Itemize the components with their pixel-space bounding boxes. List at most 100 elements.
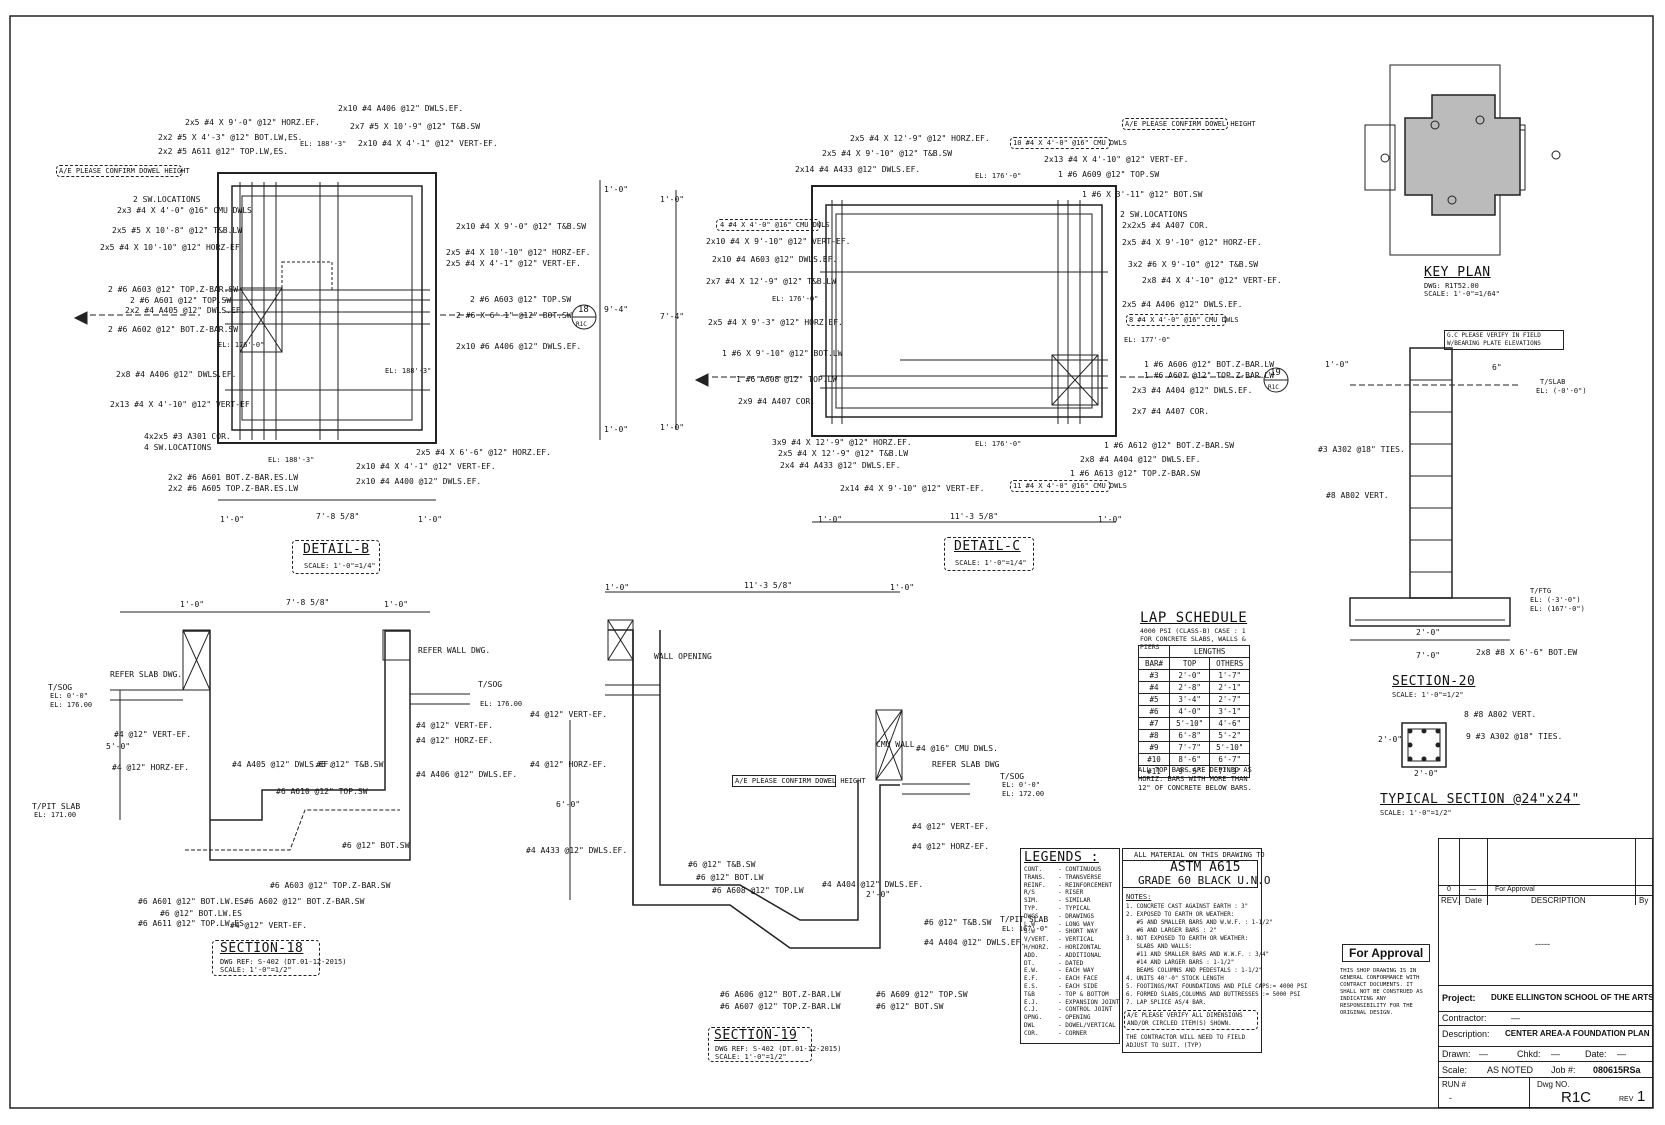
detail-c-callout: 2x5 #4 X 12'-9" @12" T&B.LW bbox=[778, 449, 909, 458]
detail-c-callout: 2x5 #4 X 9'-10" @12" HORZ-EF. bbox=[1122, 238, 1262, 247]
typical-section-title: TYPICAL SECTION @24"x24" bbox=[1380, 792, 1580, 807]
material-grade: GRADE 60 BLACK U.N.O bbox=[1138, 874, 1271, 887]
detail-b-elevation: EL: 188'-3" bbox=[268, 456, 315, 464]
detail-c-dim: 1'-0" bbox=[660, 423, 685, 432]
section-19-label: #6 @12" BOT.SW bbox=[876, 1002, 944, 1011]
detail-c-dowel-box: 10 #4 X 4'-0" @16" CMU DWLS bbox=[1010, 137, 1127, 149]
legend-abbr: DWGS. bbox=[1024, 912, 1043, 920]
section-18-label: #6 A611 @12" TOP.LW.ES bbox=[138, 919, 244, 928]
section-18-label: T/SOG bbox=[478, 680, 503, 689]
scale-value: AS NOTED bbox=[1487, 1065, 1534, 1075]
detail-c-callout: 2x8 #4 X 4'-10" @12" VERT-EF. bbox=[1142, 276, 1282, 285]
section-18-dim: 5'-0" bbox=[106, 742, 131, 751]
material-intro: ALL MATERIAL ON THIS DRAWING TO bbox=[1134, 851, 1265, 859]
detail-c-callout: 2x7 #4 A407 COR. bbox=[1132, 407, 1210, 416]
section-20-label: 2x8 #8 X 6'-6" BOT.EW bbox=[1476, 648, 1578, 657]
legend-abbr: S.W bbox=[1024, 928, 1035, 936]
note-item: #6 AND LARGER BARS : 2" bbox=[1126, 928, 1217, 934]
legend-abbr: ADD. bbox=[1024, 951, 1039, 959]
detail-b-callout: 2x10 #4 X 4'-1" @12" VERT-EF. bbox=[358, 139, 498, 148]
detail-c-plan bbox=[675, 185, 1289, 523]
section-19-title: SECTION-19 bbox=[714, 1028, 798, 1043]
legend-abbr: V/VERT. bbox=[1024, 936, 1050, 944]
section-18-label: #4 @12" VERT-EF. bbox=[416, 721, 494, 730]
detail-b-callout: 2x5 #4 X 10'-10" @12" HORZ-EF. bbox=[100, 243, 245, 252]
detail-c-dim: 11'-3 5/8" bbox=[950, 512, 999, 521]
section-19-dim: 6'-0" bbox=[556, 800, 581, 809]
note-item: #11 AND SMALLER BARS AND W.W.F. : 3/4" bbox=[1126, 952, 1270, 958]
legend-meaning: - OPENING bbox=[1058, 1014, 1091, 1022]
legend-item: V/VERT.- VERTICAL bbox=[1024, 936, 1118, 944]
legend-item: SIM.- SIMILAR bbox=[1024, 897, 1118, 905]
section-18-label: EL: 176.00 bbox=[480, 700, 523, 708]
legend-item: L.W- LONG WAY bbox=[1024, 921, 1118, 929]
legend-meaning: - EACH FACE bbox=[1058, 975, 1098, 983]
legend-item: E.F.- EACH FACE bbox=[1024, 975, 1118, 983]
key-plan-dwg: DWG: R1T52.00 bbox=[1424, 282, 1479, 290]
legend-meaning: - EXPANSION JOINT bbox=[1058, 998, 1120, 1006]
detail-c-elevation: EL: 177'-0" bbox=[1124, 336, 1171, 344]
detail-b-callout: 2 #6 A603 @12" TOP.Z-BAR.SW bbox=[108, 285, 239, 294]
section-19-label: #6 @12" BOT.LW bbox=[696, 873, 764, 882]
section-19-label: WALL OPENING bbox=[654, 652, 712, 661]
detail-c-elevation: EL: 176'-0" bbox=[772, 295, 819, 303]
detail-b-note-box: A/E PLEASE CONFIRM DOWEL HEIGHT bbox=[56, 165, 190, 177]
detail-c-callout: 1 #6 A607 @12" TOP.Z-BAR.LW bbox=[1144, 371, 1275, 380]
legend-item: DT.- DATED bbox=[1024, 960, 1118, 968]
legend-meaning: - TRANSVERSE bbox=[1058, 873, 1102, 881]
legend-abbr: L.W bbox=[1024, 920, 1035, 928]
detail-b-dim: 1'-0" bbox=[604, 425, 629, 434]
section-20-dim: 7'-0" bbox=[1416, 651, 1441, 660]
section-18-label: #6 @12" BOT.LW.ES bbox=[160, 909, 242, 918]
detail-b-callout: 2x2 #4 A405 @12" DWLS.EF. bbox=[125, 306, 246, 315]
legend-meaning: - EACH WAY bbox=[1058, 967, 1095, 975]
note-item: 7. LAP SPLICE AS/4 BAR. bbox=[1126, 1000, 1207, 1006]
detail-c-callout: 2x5 #4 X 9'-3" @12" HORZ.EF. bbox=[708, 318, 843, 327]
legend-item: REINF.- REINFORCEMENT bbox=[1024, 882, 1118, 890]
detail-b-callout: 2x5 #4 X 6'-6" @12" HORZ.EF. bbox=[416, 448, 551, 457]
section-18-label: T/PIT SLAB bbox=[32, 802, 81, 811]
ae-note-box: A/E PLEASE VERIFY ALL DIMENSIONS AND/OR … bbox=[1124, 1010, 1258, 1030]
detail-b-callout: 2 SW.LOCATIONS bbox=[133, 195, 201, 204]
section-20-label: T/SLAB bbox=[1540, 378, 1566, 386]
detail-c-callout: 1 #6 A612 @12" BOT.Z-BAR.SW bbox=[1104, 441, 1235, 450]
section-18-dim: 1'-0" bbox=[384, 600, 409, 609]
legend-abbr: E.J. bbox=[1024, 998, 1039, 1006]
detail-c-dim: 7'-4" bbox=[660, 312, 685, 321]
detail-b-callout: 2x5 #4 X 10'-10" @12" HORZ-EF. bbox=[446, 248, 591, 257]
lap-schedule-footnote: ALL TOP BARS ARE DEFINED AS HORIZ. BARS … bbox=[1138, 766, 1252, 792]
key-plan-scale: SCALE: 1'-0"=1/64" bbox=[1424, 290, 1500, 298]
rev-value: 1 bbox=[1637, 1088, 1646, 1105]
section-tag-number: 18 bbox=[578, 305, 589, 315]
rev-row-desc: For Approval bbox=[1495, 886, 1535, 893]
legend-abbr: E.S. bbox=[1024, 982, 1039, 990]
lap-header-row: BAR# TOP OTHERS bbox=[1137, 657, 1251, 670]
section-18-label: EL: 0'-0" bbox=[50, 692, 88, 700]
legend-meaning: - CONTROL JOINT bbox=[1058, 1006, 1113, 1014]
note-item: BEAMS COLUMNS AND PEDESTALS : 1-1/2" bbox=[1126, 968, 1263, 974]
notes-title: NOTES: bbox=[1126, 893, 1152, 901]
section-20-label: EL: (-0'-0") bbox=[1536, 387, 1587, 395]
legend-abbr: R/S bbox=[1024, 889, 1035, 897]
detail-b-callout: 2x10 #4 A400 @12" DWLS.EF. bbox=[356, 477, 482, 486]
section-20-drawing bbox=[1349, 347, 1520, 641]
legend-meaning: - DRAWINGS bbox=[1058, 912, 1095, 920]
section-18-label: #4 @12" HORZ-EF. bbox=[112, 763, 190, 772]
description-label: Description: bbox=[1442, 1029, 1490, 1039]
dwg-label: Dwg NO. bbox=[1537, 1080, 1570, 1089]
legend-abbr: H/HORZ. bbox=[1024, 943, 1050, 951]
dwg-value: R1C bbox=[1561, 1089, 1592, 1106]
legend-item: CONT.- CONTINUOUS bbox=[1024, 866, 1118, 874]
rev-header-desc: DESCRIPTION bbox=[1531, 896, 1586, 905]
detail-c-callout: 2x10 #4 A603 @12" DWLS.EF. bbox=[712, 255, 838, 264]
section-19-label: EL: 0'-0" bbox=[1002, 781, 1040, 789]
detail-c-callout: 2x4 #4 A433 @12" DWLS.EF. bbox=[780, 461, 901, 470]
section-18-label: #4 A406 @12" DWLS.EF. bbox=[416, 770, 518, 779]
date-value: — bbox=[1617, 1049, 1626, 1059]
section-18-ref: DWG REF: S-402 (DT.01-12-2015) bbox=[220, 958, 347, 966]
